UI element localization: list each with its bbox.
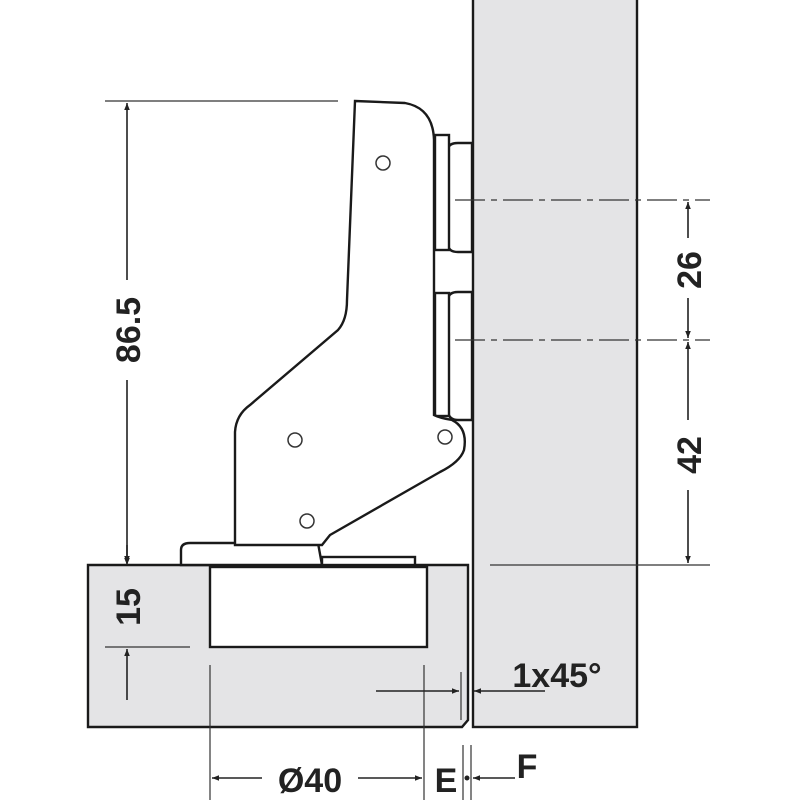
- dimension-label: 26: [671, 251, 709, 289]
- cup-bore: [208, 565, 429, 649]
- cup-flange: [179, 541, 324, 567]
- dimension-label: 1x45°: [512, 657, 601, 695]
- dimension-label: F: [517, 748, 538, 786]
- cabinet-side-panel: [471, 0, 639, 729]
- dimension-label: 15: [110, 588, 148, 626]
- rivet-icon: [287, 432, 303, 448]
- dimension-plate-spacing: 26 42: [455, 199, 710, 566]
- rivet-icon: [375, 155, 391, 171]
- dimension-label: Ø40: [278, 762, 342, 800]
- dimension-label: 42: [671, 436, 709, 474]
- mounting-plate: [433, 133, 474, 422]
- cup-flange-lower: [320, 555, 417, 567]
- dimension-cup-depth: 15: [105, 545, 190, 700]
- dimension-cup-diameter: Ø40: [209, 665, 425, 800]
- dimension-chamfer: 1x45°: [376, 657, 602, 720]
- dimension-label: E: [435, 762, 458, 800]
- dimension-label: 86.5: [110, 297, 148, 363]
- rivet-icon: [299, 513, 315, 529]
- dimension-gap: F: [473, 748, 537, 786]
- dimension-edge-distance: E: [435, 745, 472, 800]
- dimension-arm-height: 86.5: [105, 100, 338, 563]
- rivet-icon: [437, 429, 453, 445]
- hinge-arm: [233, 99, 466, 547]
